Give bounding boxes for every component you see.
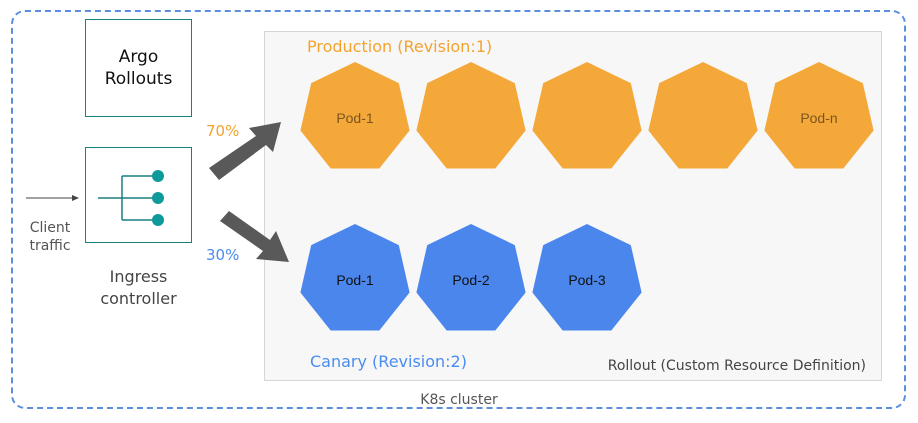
argo-rollouts-box: Argo Rollouts — [85, 19, 192, 117]
ingress-controller-label: Ingress controller — [85, 266, 192, 309]
canary-pod-label: Pod-1 — [336, 272, 374, 288]
production-pod-2 — [416, 62, 526, 169]
client-traffic-arrow — [26, 195, 79, 201]
canary-pod-3: Pod-3 — [532, 224, 642, 331]
argo-rollouts-line2: Rollouts — [104, 69, 173, 89]
canary-pod-shape — [300, 224, 410, 331]
canary-pod-shape — [416, 224, 526, 331]
canary-weight: 30% — [206, 246, 240, 264]
production-pod-shape — [532, 62, 642, 169]
production-pod-label: Pod-1 — [336, 110, 374, 126]
ingress-label-line2: controller — [100, 288, 177, 308]
canary-pod-label: Pod-2 — [452, 272, 490, 288]
canary-pod-label: Pod-3 — [568, 272, 606, 288]
k8s-cluster-boundary — [11, 10, 906, 409]
production-weight: 70% — [206, 122, 240, 140]
ingress-label-line1: Ingress — [109, 267, 168, 286]
canary-pod-shape — [532, 224, 642, 331]
production-pod-4 — [648, 62, 758, 169]
production-pod-1: Pod-1 — [300, 62, 410, 169]
argo-rollouts-line1: Argo — [118, 46, 159, 67]
client-label-line2: traffic — [29, 238, 71, 255]
canary-title: Canary (Revision:2) — [310, 352, 467, 371]
client-label-line1: Client — [29, 220, 71, 236]
production-pod-3 — [532, 62, 642, 169]
canary-pod-1: Pod-1 — [300, 224, 410, 331]
ingress-controller-box — [85, 147, 192, 243]
production-title: Production (Revision:1) — [307, 37, 493, 56]
client-traffic-label: Client traffic — [20, 219, 80, 255]
production-pod-shape — [416, 62, 526, 169]
canary-pod-2: Pod-2 — [416, 224, 526, 331]
production-route-arrow — [209, 122, 281, 180]
production-pod-shape — [300, 62, 410, 169]
production-pod-shape — [648, 62, 758, 169]
production-pod-5: Pod-n — [764, 62, 874, 169]
canary-route-arrow — [220, 211, 289, 262]
rollout-crd-label: Rollout (Custom Resource Definition) — [607, 358, 866, 374]
k8s-cluster-label: K8s cluster — [420, 392, 498, 408]
production-pod-shape — [764, 62, 874, 169]
ingress-router-icon — [98, 170, 164, 226]
production-pod-label: Pod-n — [800, 110, 837, 126]
